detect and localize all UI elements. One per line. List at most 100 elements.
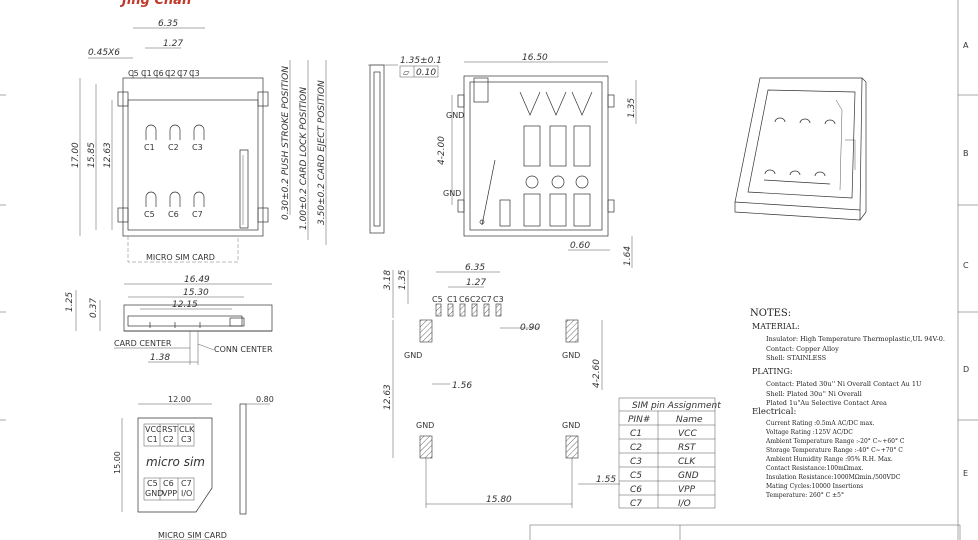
contact-label-c6: C6 <box>168 210 179 219</box>
table-pin-5: C7 <box>630 499 642 509</box>
table-pin-0: C1 <box>630 429 642 439</box>
dim-12-15: 12.15 <box>172 300 198 310</box>
table-header-pin: PIN# <box>628 415 650 425</box>
dim-4-2-00: 4-2.00 <box>437 136 447 165</box>
dim-0-60: 0.60 <box>570 241 590 251</box>
sim-c5: C5 <box>147 479 158 488</box>
side-view: 1.35±0.1 ⏥ 0.10 <box>368 56 442 234</box>
top-contact-c6 <box>169 191 181 207</box>
dim-thickness: 1.35±0.1 <box>400 56 442 66</box>
pcb-pin-c6: C6 <box>459 295 470 304</box>
table-pin-1: C2 <box>630 443 642 453</box>
dim-16-49: 16.49 <box>184 275 210 285</box>
pcb-dim-15-80: 15.80 <box>486 495 512 505</box>
sim-c3: C3 <box>181 435 192 444</box>
table-name-2: CLK <box>678 457 696 467</box>
dim-15-30: 15.30 <box>183 288 209 298</box>
sim-dim-0-80: 0.80 <box>256 395 274 404</box>
notes-electrical-line-6: Insulation Resistance:1000MΩmin./500VDC <box>766 474 901 481</box>
table-name-1: RST <box>678 443 697 453</box>
notes-material-line-0: Insulator: High Temperature Thermoplasti… <box>766 335 945 343</box>
notes-electrical-line-0: Current Rating :0.5mA AC/DC max. <box>766 420 874 427</box>
notes-plating-line-2: Plated 1u"Au Selective Contact Area <box>766 399 887 407</box>
top-contact-c1 <box>145 124 157 140</box>
pcb-gnd-2: GND <box>562 351 580 360</box>
notes-material-heading: MATERIAL: <box>752 322 800 331</box>
dim-0-45x6: 0.45X6 <box>88 48 120 58</box>
pcb-dim-1-35: 1.35 <box>398 270 408 290</box>
iso-view <box>734 77 867 221</box>
sim-c2: C2 <box>163 435 174 444</box>
gnd-label-bottom-2: GND <box>443 189 461 198</box>
dim-15-85: 15.85 <box>87 142 97 168</box>
table-pin-4: C6 <box>630 485 642 495</box>
pcb-dim-12-63: 12.63 <box>383 384 393 410</box>
push-stroke-position: 0.30±0.2 PUSH STROKE POSITION <box>281 66 291 220</box>
bottom-view: 16.50 1.35 4-2.00 GND GND 0.60 1.64 <box>437 53 637 268</box>
dim-1-35-bottom: 1.35 <box>627 98 637 118</box>
dim-flatness: 0.10 <box>416 68 436 78</box>
notes-electrical-line-1: Voltage Rating :125V AC/DC <box>765 429 853 436</box>
border-letter-e: E <box>963 469 968 478</box>
table-name-5: I/O <box>678 499 691 509</box>
contact-label-c3: C3 <box>192 143 203 152</box>
table-name-4: VPP <box>678 485 696 495</box>
dim-1-38: 1.38 <box>150 353 170 363</box>
notes-electrical-line-7: Mating Cycles:10000 Insertions <box>766 483 863 490</box>
dim-6-35: 6.35 <box>158 19 178 29</box>
gnd-label-bottom-1: GND <box>446 111 464 120</box>
notes-electrical-line-8: Temperature: 260° C ±5° <box>766 492 844 499</box>
contact-label-c2: C2 <box>168 143 179 152</box>
top-contact-c5 <box>145 191 157 207</box>
card-eject-position: 3.50±0.2 CARD EJECT POSITION <box>317 80 327 225</box>
notes-plating-heading: PLATING: <box>752 367 793 376</box>
sim-dim-15-00: 15.00 <box>113 451 122 474</box>
sim-caption: MICRO SIM CARD <box>158 531 227 540</box>
dim-16-50: 16.50 <box>522 53 548 63</box>
table-name-3: GND <box>678 471 699 481</box>
sim-vpp: VPP <box>162 489 177 498</box>
pcb-pin-c2: C2 <box>470 295 481 304</box>
notes: NOTES: MATERIAL: Insulator: High Tempera… <box>750 308 945 499</box>
pcb-pin-c5: C5 <box>432 295 443 304</box>
pin-top-c6: C6 <box>153 69 164 78</box>
top-view: C1 C2 C3 C5 C6 C7 C5 C1 C6 C2 C7 C3 6.35… <box>71 19 327 263</box>
dim-17-00: 17.00 <box>71 142 81 168</box>
pin-top-c1: C1 <box>141 69 152 78</box>
notes-title: NOTES: <box>750 308 791 319</box>
notes-plating-line-0: Contact: Plated 30u'' Ni Overall Contact… <box>766 380 922 388</box>
contact-label-c5: C5 <box>144 210 155 219</box>
pcb-pin-c3: C3 <box>493 295 504 304</box>
sim-text: micro sim <box>146 455 205 469</box>
pcb-layout: C5 C1 C6 C2 C7 C3 GND GND GND GND 6.35 1… <box>383 263 620 508</box>
flatness-symbol: ⏥ <box>403 68 410 77</box>
dim-1-64: 1.64 <box>623 246 633 266</box>
sim-c6: C6 <box>163 479 174 488</box>
sim-rst: RST <box>162 425 178 434</box>
brand-logo: Jing Chan <box>119 0 191 8</box>
top-contact-c2 <box>169 124 181 140</box>
contact-label-c7: C7 <box>192 210 203 219</box>
notes-electrical-heading: Electrical: <box>752 407 796 417</box>
border-letter-a: A <box>963 41 969 50</box>
top-contact-c7 <box>193 191 205 207</box>
table-name-0: VCC <box>678 429 697 439</box>
notes-material-line-1: Contact: Copper Alloy <box>766 345 839 353</box>
pcb-dim-6-35: 6.35 <box>465 263 485 273</box>
contact-label-c1: C1 <box>144 143 155 152</box>
border-letter-c: C <box>963 261 969 270</box>
top-contact-c3 <box>193 124 205 140</box>
border-letter-d: D <box>963 365 969 374</box>
sim-clk: CLK <box>179 425 195 434</box>
notes-electrical-line-3: Storage Temperature Range :-40° C~+70° C <box>766 447 903 454</box>
pcb-gnd-4: GND <box>562 421 580 430</box>
pcb-dim-0-90: 0.90 <box>520 323 540 333</box>
pin-top-c7: C7 <box>177 69 188 78</box>
card-center-label: CARD CENTER <box>114 339 172 348</box>
micro-sim-card-label: MICRO SIM CARD <box>146 253 215 262</box>
title-block <box>529 524 961 540</box>
pin-top-c2: C2 <box>165 69 176 78</box>
